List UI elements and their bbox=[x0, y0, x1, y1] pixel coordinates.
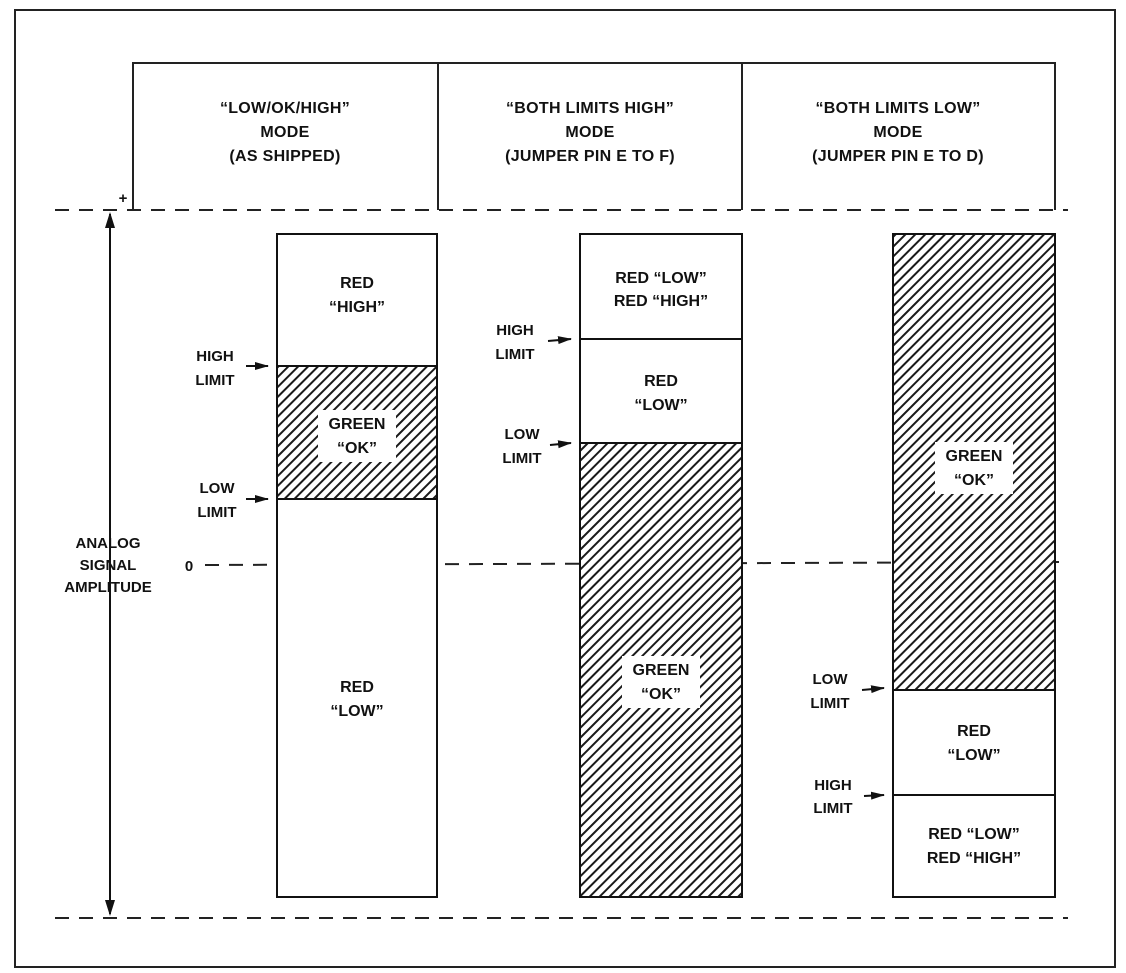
col-3-zone-2-line-2: “LOW” bbox=[947, 747, 1000, 764]
header-col-2: “BOTH LIMITS HIGH” MODE (JUMPER PIN E TO… bbox=[505, 100, 675, 165]
col-3-zone-1-line-2: “OK” bbox=[954, 472, 994, 489]
col-1-limit-2-line-1: LOW bbox=[200, 480, 236, 497]
header-col-3: “BOTH LIMITS LOW” MODE (JUMPER PIN E TO … bbox=[812, 100, 984, 165]
col-2-limit-1-line-2: LIMIT bbox=[495, 346, 534, 363]
col-3-limit-1-arrow bbox=[861, 685, 885, 694]
col-3-limit-2-line-2: LIMIT bbox=[813, 800, 852, 817]
bar-col-2: RED “LOW” RED “HIGH” RED “LOW” GREEN “OK… bbox=[579, 233, 743, 898]
header-col-3-line-3: (JUMPER PIN E TO D) bbox=[812, 148, 984, 165]
col-3-zone-3-line-2: RED “HIGH” bbox=[927, 850, 1021, 867]
header-boxes bbox=[132, 62, 1056, 210]
header-col-2-line-1: “BOTH LIMITS HIGH” bbox=[506, 100, 674, 117]
col-3-zone-1-line-1: GREEN bbox=[946, 448, 1003, 465]
col-2-zone-3-line-1: GREEN bbox=[633, 662, 690, 679]
axis-plus-sign: + bbox=[119, 190, 128, 207]
col-3-ok-label-bg bbox=[935, 442, 1013, 494]
col-2-zone-red-low-high bbox=[579, 233, 743, 340]
header-col-3-line-2: MODE bbox=[873, 124, 922, 141]
col-1-zone-3-line-2: “LOW” bbox=[330, 703, 383, 720]
header-col-1-line-2: MODE bbox=[260, 124, 309, 141]
axis-label-line-2: SIGNAL bbox=[80, 557, 137, 574]
col-1-ok-label-bg bbox=[318, 410, 396, 462]
col-1-limit-1-line-2: LIMIT bbox=[195, 372, 234, 389]
bar-col-3: GREEN “OK” RED “LOW” RED “LOW” RED “HIGH… bbox=[892, 233, 1056, 898]
col-2-ok-label-bg bbox=[622, 656, 700, 708]
col-3-limits: LOW LIMIT HIGH LIMIT bbox=[810, 671, 885, 817]
col-2-zone-red-low bbox=[579, 338, 743, 444]
col-1-zone-3-line-1: RED bbox=[340, 679, 374, 696]
bar-col-1: RED “HIGH” GREEN “OK” RED “LOW” bbox=[276, 233, 438, 898]
col-3-zone-2-line-1: RED bbox=[957, 723, 991, 740]
axis-arrow-up bbox=[105, 212, 115, 228]
col-3-limit-2-arrow bbox=[863, 791, 885, 800]
col-1-limits: HIGH LIMIT LOW LIMIT bbox=[195, 348, 269, 521]
axis-label-line-3: AMPLITUDE bbox=[64, 579, 152, 596]
col-3-zone-red-low-high bbox=[892, 794, 1056, 898]
header-col-1: “LOW/OK/HIGH” MODE (AS SHIPPED) bbox=[220, 100, 350, 165]
col-1-zone-2-line-1: GREEN bbox=[329, 416, 386, 433]
col-3-limit-2-line-1: HIGH bbox=[814, 777, 852, 794]
col-3-limit-1-line-1: LOW bbox=[813, 671, 849, 688]
col-1-limit-2-line-2: LIMIT bbox=[197, 504, 236, 521]
col-1-zone-red-high bbox=[276, 233, 438, 367]
header-box-outline bbox=[132, 62, 1056, 210]
axis-label-line-1: ANALOG bbox=[76, 535, 141, 552]
col-2-zone-2-line-2: “LOW” bbox=[634, 397, 687, 414]
col-3-zone-red-low bbox=[892, 689, 1056, 796]
col-2-zone-2-line-1: RED bbox=[644, 373, 678, 390]
col-3-zone-3-line-1: RED “LOW” bbox=[928, 826, 1020, 843]
axis-zero-label: 0 bbox=[185, 558, 193, 575]
col-2-limits: HIGH LIMIT LOW LIMIT bbox=[495, 322, 572, 467]
col-2-zone-1-line-2: RED “HIGH” bbox=[614, 293, 708, 310]
header-col-3-line-1: “BOTH LIMITS LOW” bbox=[815, 100, 980, 117]
header-col-1-line-3: (AS SHIPPED) bbox=[229, 148, 340, 165]
col-2-limit-1-arrow bbox=[547, 336, 572, 345]
col-2-zone-1-line-1: RED “LOW” bbox=[615, 270, 707, 287]
col-1-zone-red-low bbox=[276, 498, 438, 898]
outer-frame bbox=[14, 9, 1116, 968]
col-1-zone-2-line-2: “OK” bbox=[337, 440, 377, 457]
col-3-limit-1-line-2: LIMIT bbox=[810, 695, 849, 712]
header-col-2-line-2: MODE bbox=[565, 124, 614, 141]
col-1-limit-1-line-1: HIGH bbox=[196, 348, 234, 365]
col-2-limit-2-line-1: LOW bbox=[505, 426, 541, 443]
header-col-1-line-1: “LOW/OK/HIGH” bbox=[220, 100, 350, 117]
axis-arrow-down bbox=[105, 900, 115, 916]
col-1-zone-1-line-1: RED bbox=[340, 275, 374, 292]
header-col-2-line-3: (JUMPER PIN E TO F) bbox=[505, 148, 675, 165]
col-2-zone-3-line-2: “OK” bbox=[641, 686, 681, 703]
col-2-limit-2-arrow bbox=[549, 440, 572, 449]
col-1-zone-1-line-2: “HIGH” bbox=[329, 299, 385, 316]
col-2-limit-1-line-1: HIGH bbox=[496, 322, 534, 339]
col-2-limit-2-line-2: LIMIT bbox=[502, 450, 541, 467]
